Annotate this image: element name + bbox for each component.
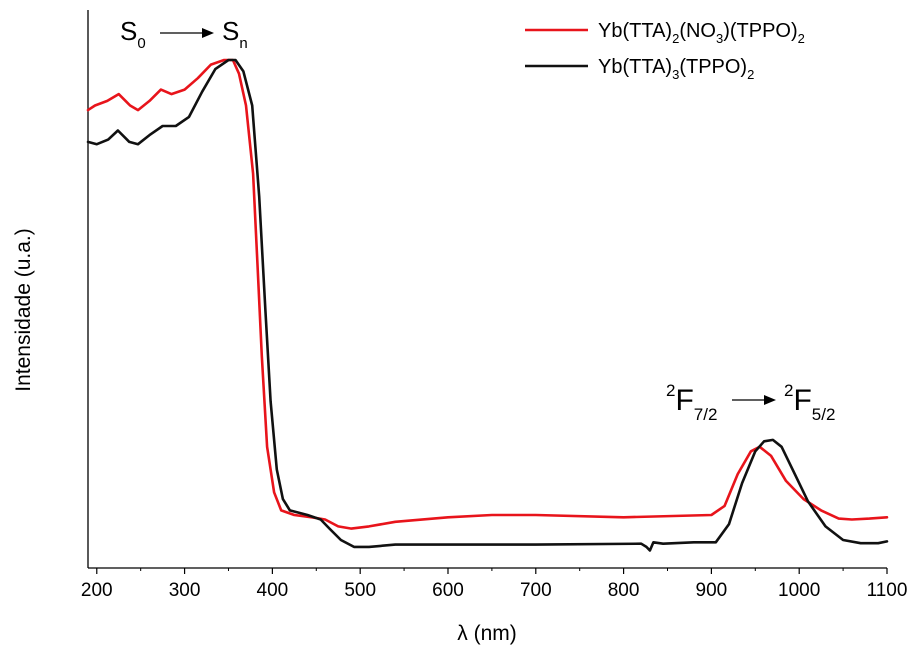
annotation-s0-sn: S0 Sn <box>120 16 248 52</box>
x-tick-label-900: 900 <box>696 580 728 601</box>
x-axis-title: λ (nm) <box>457 622 517 645</box>
axes <box>87 10 887 569</box>
x-tick-label-200: 200 <box>81 580 113 601</box>
x-tick-label-300: 300 <box>169 580 201 601</box>
series-line-1 <box>86 58 889 552</box>
x-tick-label-800: 800 <box>608 580 640 601</box>
legend-label-red: Yb(TTA)2(NO3)(TPPO)2 <box>598 20 805 46</box>
svg-text:Sn: Sn <box>222 16 248 52</box>
arrowhead-f <box>764 395 776 405</box>
x-tick-label-1000: 1000 <box>778 580 820 601</box>
x-tick-label-1100: 1100 <box>867 580 908 601</box>
svg-text:2F7/2: 2F7/2 <box>666 381 717 424</box>
x-axis-ticks: 200 300 400 500 600 700 800 900 1000 1100 <box>81 568 908 601</box>
x-tick-label-700: 700 <box>520 580 552 601</box>
arrowhead-uv <box>202 28 214 38</box>
series-group <box>86 58 889 552</box>
legend-label-black: Yb(TTA)3(TPPO)2 <box>598 56 754 82</box>
series-line-0 <box>86 58 889 530</box>
x-tick-label-400: 400 <box>257 580 289 601</box>
svg-text:S0: S0 <box>120 16 146 52</box>
x-tick-label-600: 600 <box>432 580 464 601</box>
y-axis-title: Intensidade (u.a.) <box>12 228 35 391</box>
svg-text:2F5/2: 2F5/2 <box>784 381 835 424</box>
x-tick-label-500: 500 <box>344 580 376 601</box>
legend: Yb(TTA)2(NO3)(TPPO)2 Yb(TTA)3(TPPO)2 <box>525 20 805 82</box>
annotation-f-transition: 2F7/2 2F5/2 <box>666 381 835 424</box>
